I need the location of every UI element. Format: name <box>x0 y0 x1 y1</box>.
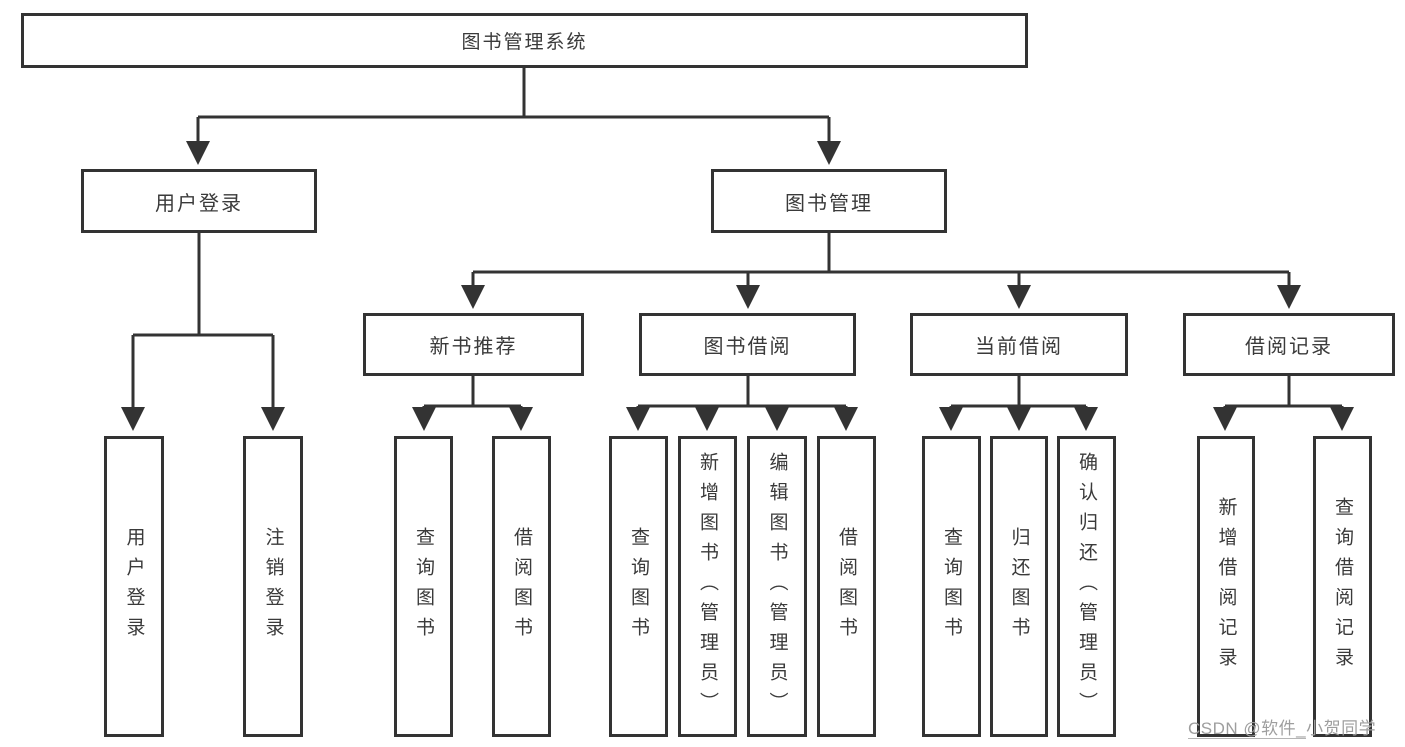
connector-trunks <box>133 68 1342 408</box>
node-label: 当前借阅 <box>975 336 1063 358</box>
csdn-watermark: CSDN @软件_小贺同学 <box>1188 714 1376 739</box>
node-label: 图书管理系统 <box>461 32 588 53</box>
leaf-label: 查询图书 <box>941 526 962 647</box>
node-new-book-recommend: 新书推荐 <box>363 313 584 376</box>
leaf-nbr-query-books: 查询图书 <box>394 436 453 737</box>
leaf-cb-query-books: 查询图书 <box>922 436 981 737</box>
leaf-label: 用户登录 <box>123 526 145 647</box>
leaf-label: 借阅图书 <box>511 526 532 647</box>
connector-arrows <box>121 117 1354 431</box>
node-library-management-system: 图书管理系统 <box>21 13 1028 68</box>
leaf-label: 新增图书（管理员） <box>697 451 718 722</box>
node-book-management: 图书管理 <box>711 169 947 233</box>
node-label: 借阅记录 <box>1245 336 1333 358</box>
leaf-label: 查询图书 <box>628 526 649 647</box>
leaf-nbr-borrow-books: 借阅图书 <box>492 436 551 737</box>
leaf-label: 编辑图书（管理员） <box>766 451 788 722</box>
watermark-suffix: 小贺同学 <box>1306 719 1377 738</box>
leaf-label: 查询图书 <box>413 526 434 647</box>
leaf-label: 新增借阅记录 <box>1215 496 1237 677</box>
leaf-bb-borrow-books: 借阅图书 <box>817 436 876 737</box>
node-label: 图书借阅 <box>703 336 792 358</box>
node-borrowing-records: 借阅记录 <box>1183 313 1395 376</box>
leaf-label: 借阅图书 <box>836 526 857 647</box>
node-label: 用户登录 <box>155 192 243 215</box>
leaf-label: 注销登录 <box>262 526 284 647</box>
node-label: 新书推荐 <box>429 336 518 358</box>
leaf-label: 归还图书 <box>1008 526 1030 647</box>
node-user-login: 用户登录 <box>81 169 317 233</box>
leaf-bb-query-books: 查询图书 <box>609 436 668 737</box>
leaf-label: 确认归还（管理员） <box>1076 451 1097 722</box>
node-current-borrowing: 当前借阅 <box>910 313 1128 376</box>
leaf-bb-edit-book-admin: 编辑图书（管理员） <box>747 436 807 737</box>
node-label: 图书管理 <box>785 192 873 215</box>
leaf-logout: 注销登录 <box>243 436 303 737</box>
node-book-borrowing: 图书借阅 <box>639 313 856 376</box>
leaf-br-add-record: 新增借阅记录 <box>1197 436 1255 737</box>
leaf-cb-confirm-return-admin: 确认归还（管理员） <box>1057 436 1116 737</box>
leaf-br-query-record: 查询借阅记录 <box>1313 436 1372 737</box>
watermark-prefix: CSDN @软件_ <box>1188 719 1307 739</box>
leaf-cb-return-books: 归还图书 <box>990 436 1048 737</box>
leaf-bb-add-book-admin: 新增图书（管理员） <box>678 436 737 737</box>
leaf-label: 查询借阅记录 <box>1332 496 1353 677</box>
leaf-user-login: 用户登录 <box>104 436 164 737</box>
